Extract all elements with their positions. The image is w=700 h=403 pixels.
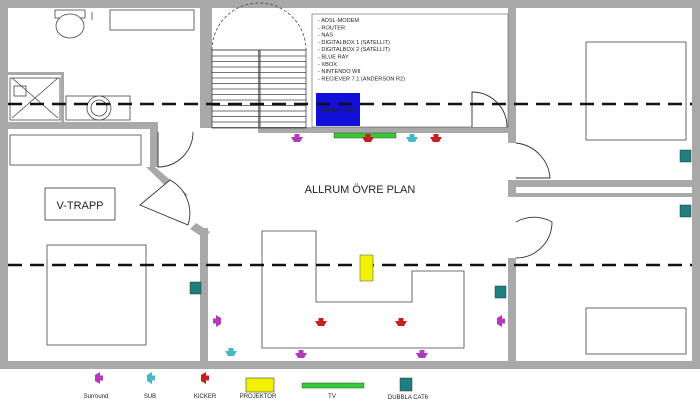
legend-projektor-label: PROJEKTOR [240,394,277,400]
outer-wall-right [692,0,700,369]
closet-left [9,134,142,166]
legend-kicker-label: KICKER [194,394,217,400]
surround-speaker-front-left [291,134,303,142]
legend-cat6-label: DUBBLA CAT6 [388,395,429,401]
right-rooms-wall-left-2 [508,180,516,193]
toilet-bowl [55,13,85,39]
right-room-1-short [466,127,508,133]
left-diagonal-wall-2 [190,223,210,238]
bathtub [109,9,195,31]
right-rooms-wall-left [508,8,516,143]
bathroom-inner-wall-v [61,72,64,124]
projector [359,254,374,282]
furniture [46,41,687,355]
cable-lines [8,102,692,267]
room-label: ALLRUM ÖVRE PLAN [305,184,416,196]
equipment-list: - ADSL-MODEM- ROUTER - NAS- DIGITALBOX 1 … [318,18,405,82]
shower-drain [13,85,27,97]
legend-projektor-icon [245,377,275,393]
equipment-item: - ROUTER [318,25,345,31]
equipment-item: - NAS [318,33,333,39]
stair-label: V-TRAPP [56,200,103,212]
kicker-speaker-sofa-right [395,318,407,326]
legend-kicker-icon [201,372,209,384]
tech-cabinet [316,93,360,126]
kicker-speaker-front [362,134,374,142]
surround-speaker-left [213,315,221,327]
equipment-item: - XBOX [318,62,337,68]
legend-tv-label: TV [328,394,336,400]
legend-cat6-icon [399,377,413,392]
cat6-outlet [189,281,202,295]
equipment-item: - DIGITALBOX 1 (SATELLIT) [318,40,390,46]
surround-speaker-right [497,315,505,327]
cat6-outlet [679,149,692,163]
door-closet [157,131,194,168]
door-tech [471,91,508,128]
legend-sub-icon [147,372,155,384]
sofa [261,230,465,349]
outer-wall-top [0,0,700,8]
equipment-item: - BLUE RAY [318,55,349,61]
left-closet-wall [150,122,158,167]
equipment-item: - RECIEVER 7.1 (ANDERSON R2) [318,76,405,82]
legend-tv-icon [301,382,365,389]
surround-speaker-rear-left [295,350,307,358]
outer-wall-bottom [0,361,700,369]
bathroom [9,9,195,166]
stair-wall-left [208,8,212,128]
outer-wall-left [0,0,8,369]
stair-steps [212,55,306,128]
kicker-speaker-front-right [430,134,442,142]
bathroom-inner-wall [8,72,64,75]
legend-surround-icon [95,372,103,384]
bed-right-top [585,41,687,141]
staircase [211,2,307,129]
left-room-wall-right [200,228,208,368]
bed-left [46,244,147,346]
kicker-speaker-sofa-left [315,318,327,326]
sub-speaker-rear [225,348,237,356]
cat6-outlet [494,285,507,299]
bathroom-wall-bottom [8,122,150,129]
tech-wall-bottom [258,127,466,133]
equipment-item: - DIGITALBOX 2 (SATELLIT) [318,47,390,53]
sink-bowl [86,95,112,121]
legend: Surround SUB KICKER PROJEKTOR TV DUBBLA CAT6 [84,372,429,401]
cat6-outlet [679,204,692,218]
door-right-room-1 [515,142,551,179]
bathroom-wall-right [200,8,208,128]
sub-speaker-front [406,134,418,142]
door-right-room-2 [515,216,553,259]
right-rooms-wall-left-3 [508,258,516,368]
door-left-room [139,179,191,226]
equipment-item: - ADSL-MODEM [318,18,359,24]
stair-label-box [44,187,116,221]
right-rooms-divider [516,180,692,187]
surround-speaker-rear-right [416,350,428,358]
devices [189,134,692,358]
walls [0,0,700,369]
doors [139,91,553,259]
tech-cabinet-label: TEKNIKSKÅP [321,107,356,114]
stair-mid-wall [258,50,261,130]
right-rooms-divider-2 [508,193,692,197]
legend-surround-label: Surround [84,394,109,400]
stair-arc [211,2,307,51]
bed-right-bottom [585,307,687,355]
legend-sub-label: SUB [144,394,156,400]
equipment-item: - NINTENDO WII [318,69,361,75]
